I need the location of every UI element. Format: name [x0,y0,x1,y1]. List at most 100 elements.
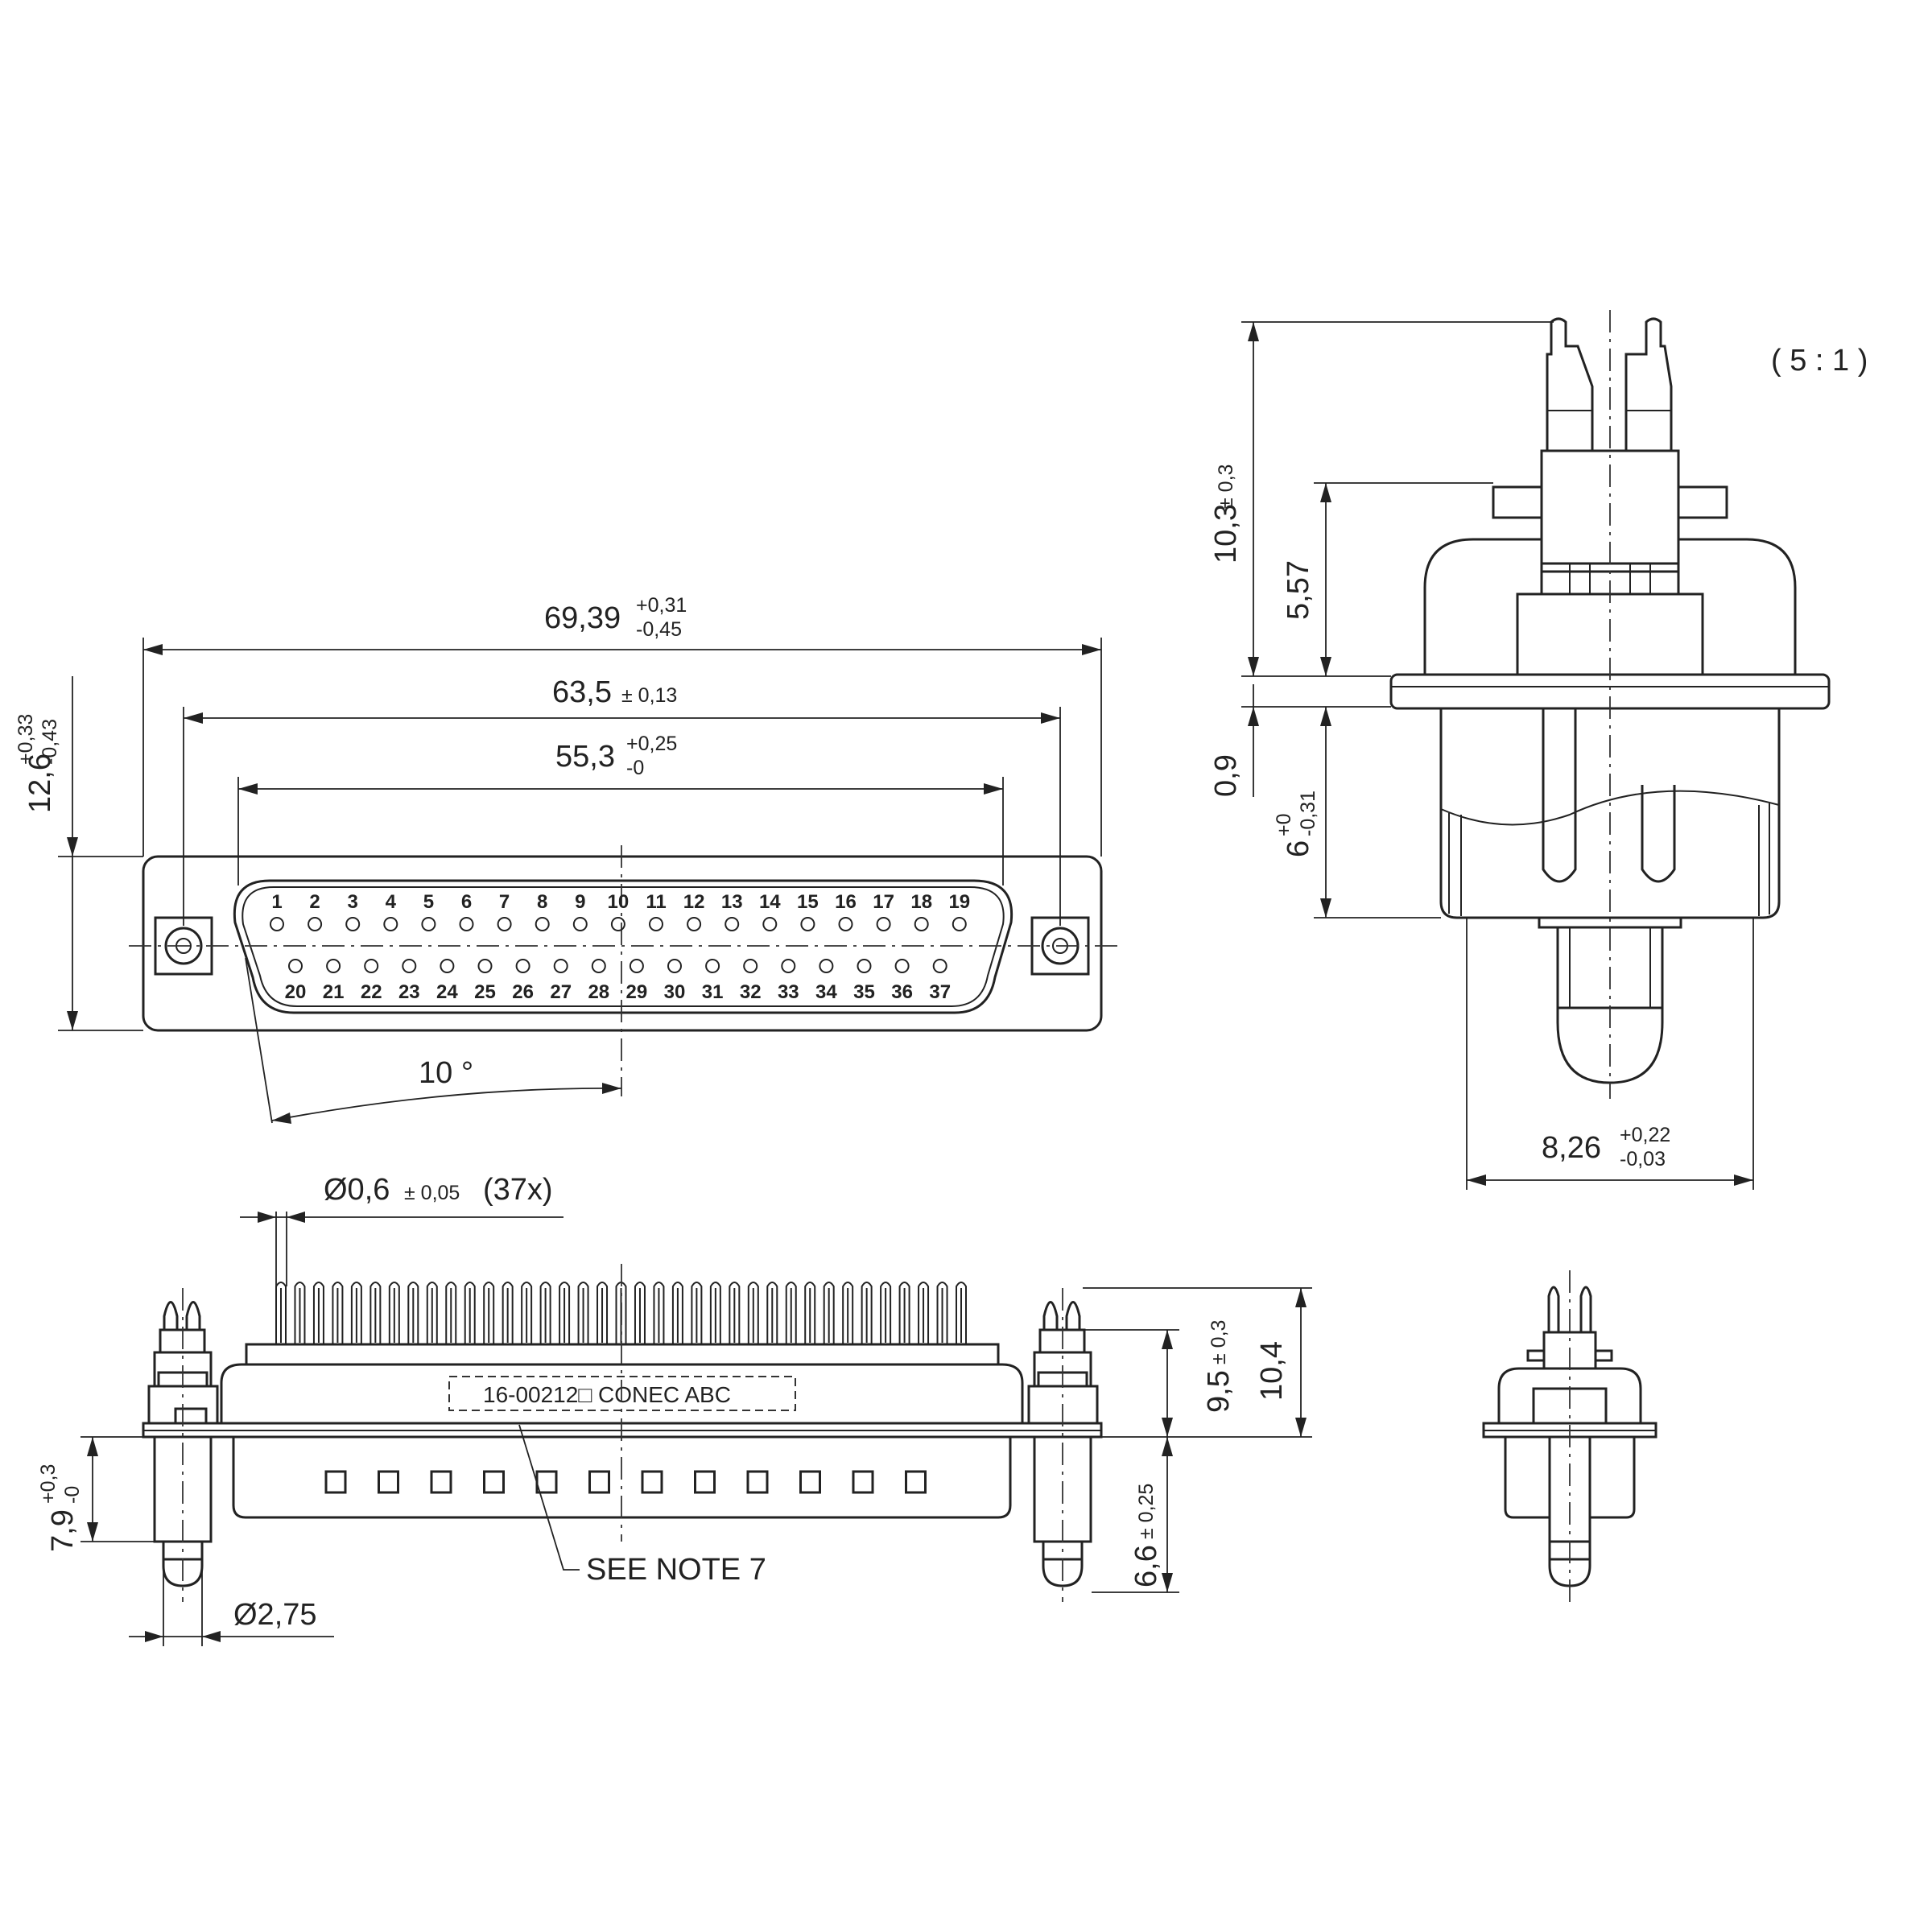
window-row [324,1470,927,1494]
pcb-pin [350,1282,362,1344]
total-height-tol: ± 0,3 [1215,464,1237,509]
pin-16 [838,917,853,931]
pin-label-4: 4 [386,891,397,913]
pin-label-32: 32 [740,981,762,1003]
shell-width-value: 55,3 [555,740,615,774]
pcb-pin [709,1282,721,1344]
board-height-value: 6,6 [1129,1545,1163,1587]
post-length-value: 7,9 [46,1509,80,1552]
pcb-pin [634,1282,646,1344]
pin-19 [952,917,967,931]
lower-height-tol-upper: +0 [1273,813,1295,836]
side-hatch-left [1448,813,1462,916]
pin-label-37: 37 [929,981,951,1003]
side-hatch-right [1758,803,1770,916]
side-tab-right [1677,485,1728,519]
front-flange [142,855,1103,1032]
pin-label-28: 28 [588,981,609,1003]
pin-label-33: 33 [778,981,799,1003]
pin-24 [440,959,455,973]
post-length-tol-lower: -0 [61,1486,84,1504]
flange-value: 0,9 [1209,754,1243,797]
pin-18 [914,917,929,931]
pin-label-17: 17 [873,891,894,913]
pin-10 [610,917,625,931]
pin-8 [535,917,550,931]
body-window [324,1470,347,1494]
lower-height-tol-lower: -0,31 [1297,791,1319,836]
pcb-pin [823,1282,835,1344]
shell-width-tol-lower: -0 [626,757,644,779]
pcb-pin [539,1282,551,1344]
small-end-view [1482,1270,1657,1602]
pin-label-8: 8 [537,891,547,913]
pin-label-21: 21 [323,981,345,1003]
pin-label-30: 30 [664,981,686,1003]
pin-label-18: 18 [910,891,932,913]
pin-21 [326,959,341,973]
pin-20 [288,959,303,973]
pin-36 [894,959,910,973]
pin-label-6: 6 [461,891,472,913]
pin-label-36: 36 [891,981,913,1003]
pin-7 [497,917,512,931]
pin-15 [800,917,815,931]
bottom-view: 16-00212□ CONEC ABC SEE NOTE 7 [142,1264,1103,1602]
pcb-pin [483,1282,495,1344]
angle-arc [271,1088,622,1121]
note-label: SEE NOTE 7 [586,1553,766,1587]
pin-14 [762,917,778,931]
pin-11 [649,917,663,931]
pin-label-14: 14 [759,891,781,913]
pcb-pin [445,1282,457,1344]
pin-1 [270,917,284,931]
body-window [905,1470,927,1494]
pin-label-19: 19 [948,891,970,913]
pin-label-26: 26 [512,981,534,1003]
pin-30 [667,959,682,973]
pcb-pin [766,1282,778,1344]
pin-label-27: 27 [550,981,572,1003]
pin-12 [687,917,702,931]
pin-35 [857,959,872,973]
pcb-pin [898,1282,910,1344]
side-view [1389,310,1831,1099]
body-window [483,1470,505,1494]
pin-label-12: 12 [683,891,705,913]
pin-label-23: 23 [398,981,420,1003]
pin-27 [553,959,568,973]
overall-width-tol-upper: +0,31 [636,594,687,617]
pin-6 [459,917,474,931]
body-window [694,1470,716,1494]
note-leader [518,1424,580,1571]
pin-label-2: 2 [309,891,320,913]
front-dimensions: 69,39 +0,31 -0,45 63,5 ± 0,13 55,3 +0,25… [14,594,1102,1124]
pin-22 [364,959,379,973]
pin-17 [876,917,891,931]
pcb-pin [936,1282,948,1344]
pcb-pin [880,1282,892,1344]
pin-label-20: 20 [285,981,307,1003]
pcb-pin-row [275,1282,967,1344]
marking-box [448,1376,796,1411]
body-window [746,1470,769,1494]
pcb-pin [861,1282,873,1344]
height-value: 12,6 [23,753,57,813]
side-width-tol-upper: +0,22 [1620,1124,1670,1146]
marking-text: 16-00212□ CONEC ABC [483,1382,731,1407]
left-post [147,1288,219,1602]
pcb-pin [918,1282,930,1344]
pin-23 [402,959,417,973]
height-tol-lower: -0,43 [39,719,61,765]
side-tab-left [1492,485,1543,519]
pin-label-3: 3 [348,891,358,913]
pin-label-35: 35 [853,981,875,1003]
pin-26 [515,959,530,973]
pcb-pin [785,1282,797,1344]
side-pin-right [1624,317,1673,452]
height-tol-upper: +0,33 [14,714,37,765]
pin-diameter-tol: ± 0,05 [404,1182,460,1204]
pcb-pin [559,1282,571,1344]
